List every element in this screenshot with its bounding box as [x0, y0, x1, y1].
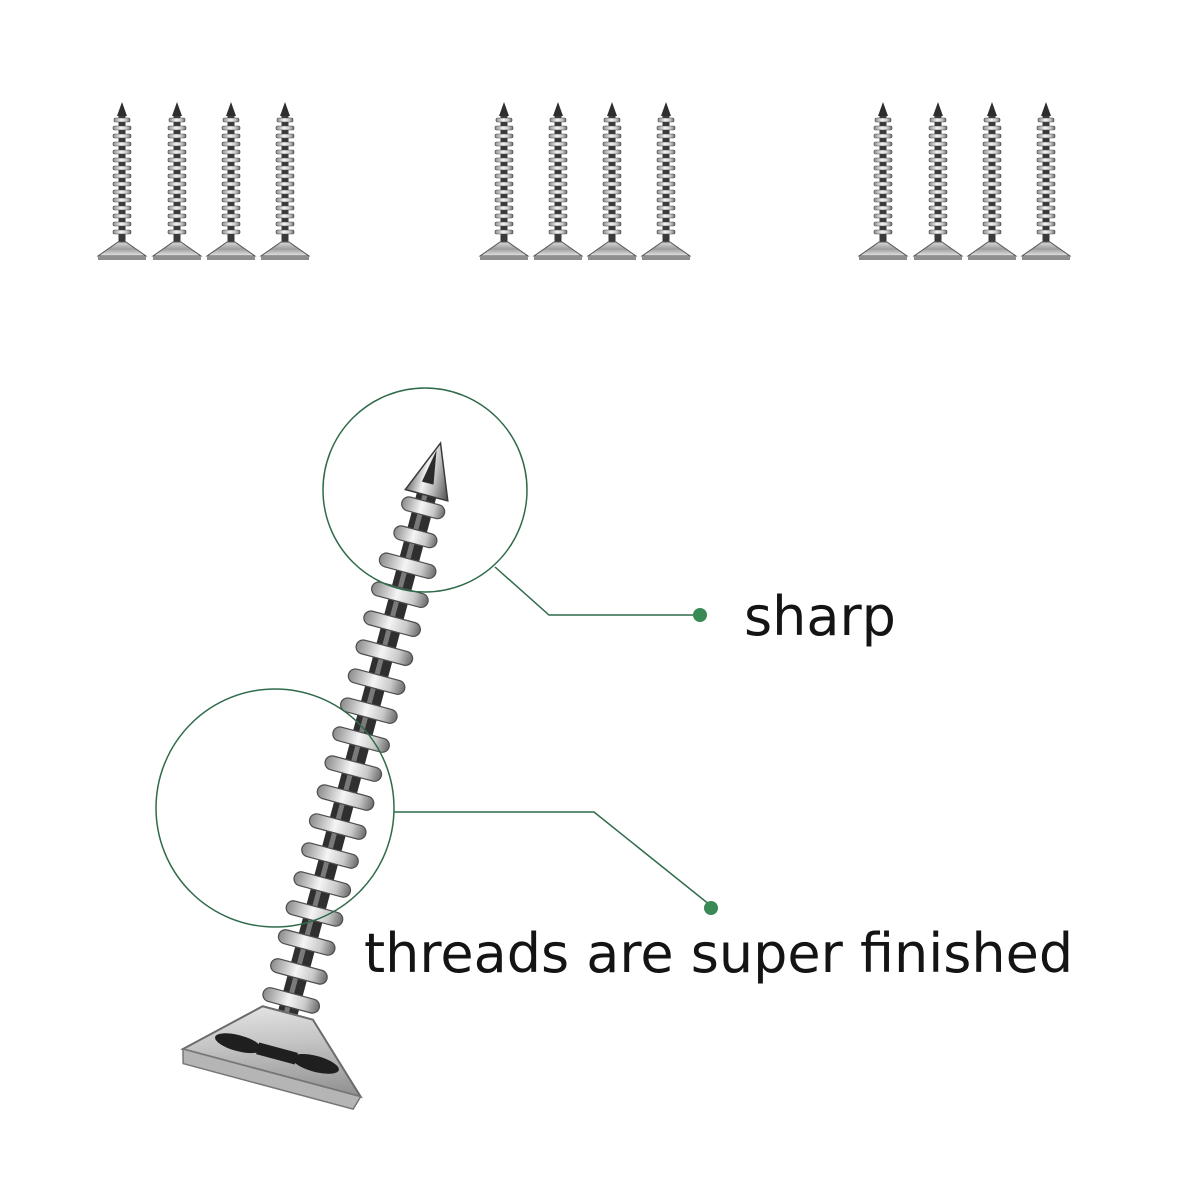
screw-group-2	[479, 101, 691, 261]
thread-ring	[371, 581, 429, 609]
screw-icon	[152, 101, 202, 261]
screw-icon	[587, 101, 637, 261]
thread-ring	[355, 639, 414, 666]
magnifier-circle	[155, 688, 395, 928]
screw-icon	[533, 101, 583, 261]
callout-threads	[155, 688, 718, 928]
screw-icon	[1021, 101, 1071, 261]
thread-ring	[270, 958, 328, 985]
screw-icon	[858, 101, 908, 261]
screw-icon	[97, 101, 147, 261]
thread-ring	[363, 610, 421, 637]
thread-ring	[308, 813, 367, 840]
callout-label-threads: threads are super finished	[364, 922, 1074, 985]
thread-ring	[393, 525, 438, 549]
thread-ring	[277, 929, 336, 956]
screw-icon	[206, 101, 256, 261]
screw-group-1	[97, 101, 310, 261]
screw-icon	[641, 101, 691, 261]
screw-icon	[913, 101, 963, 261]
thread-ring	[316, 784, 375, 811]
thread-ring	[262, 987, 321, 1014]
thread-ring	[293, 871, 352, 898]
thread-ring	[347, 668, 406, 695]
thread-ring	[301, 842, 359, 869]
screw-icon	[479, 101, 529, 261]
screw-group-3	[858, 101, 1071, 261]
callout-dot	[693, 608, 707, 622]
callout-sharp	[322, 387, 707, 622]
thread-ring	[401, 496, 446, 520]
callout-leader-line	[494, 566, 700, 616]
callout-label-sharp: sharp	[744, 585, 896, 648]
magnifier-circle	[322, 387, 528, 593]
callout-dot	[704, 901, 718, 915]
screw-icon	[967, 101, 1017, 261]
screw-illustration	[180, 441, 449, 1111]
thread-ring	[332, 726, 390, 753]
thread-ring	[324, 755, 383, 782]
screw-icon	[260, 101, 310, 261]
thread-ring	[339, 697, 398, 724]
thread-ring	[378, 552, 437, 580]
callout-leader-line	[394, 811, 711, 906]
